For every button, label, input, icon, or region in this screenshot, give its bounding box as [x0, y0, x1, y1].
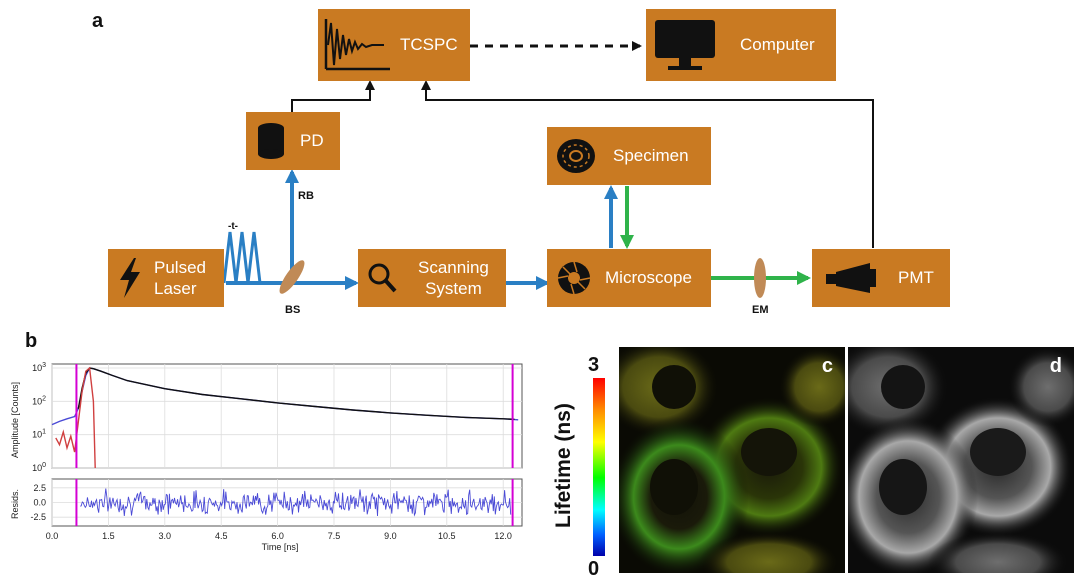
x-tick-label: 7.5	[328, 531, 341, 541]
panel-label-b: b	[25, 330, 38, 352]
x-tick-label: 3.0	[159, 531, 172, 541]
diagram-connectors	[222, 41, 874, 298]
label-em: EM	[752, 304, 769, 316]
node-specimen-label: Specimen	[613, 146, 689, 165]
x-tick-label: 4.5	[215, 531, 228, 541]
pulse-train	[222, 231, 262, 284]
node-tcspc: TCSPC	[318, 9, 470, 81]
lightning-icon	[120, 258, 140, 298]
node-specimen: Specimen	[547, 127, 711, 185]
beam-splitter-icon	[279, 260, 305, 294]
upper-y-tick-label: 101	[32, 429, 46, 440]
x-tick-label: 0.0	[46, 531, 59, 541]
panel-label-a: a	[92, 10, 104, 32]
node-computer-label: Computer	[740, 35, 815, 54]
upper-y-tick-label: 100	[32, 462, 46, 473]
upper-ylabel: Amplitude [Counts]	[10, 382, 20, 458]
node-microscope-label: Microscope	[605, 268, 692, 287]
magnifier-icon	[368, 263, 397, 293]
lower-ylabel: Resids.	[10, 489, 20, 519]
node-pmt: PMT	[812, 249, 950, 307]
decay-waveform-icon	[324, 19, 390, 71]
node-microscope: Microscope	[547, 249, 711, 307]
node-computer: Computer	[646, 9, 836, 81]
monitor-icon	[655, 20, 715, 70]
colorbar-title: Lifetime (ns)	[552, 403, 575, 528]
node-pulsed-laser: Pulsed Laser	[108, 249, 224, 307]
colorbar-min-label: 0	[588, 558, 600, 580]
cell-icon	[557, 139, 595, 173]
xlabel: Time [ns]	[262, 542, 299, 552]
node-scanning-system-label: Scanning System	[418, 258, 489, 298]
node-pd: PD	[246, 112, 340, 170]
lower-y-tick-label: 0.0	[33, 498, 46, 508]
arrow-pmt-tcspc	[421, 80, 874, 248]
residuals-line	[80, 488, 512, 517]
x-tick-label: 6.0	[271, 531, 284, 541]
emission-filter-icon	[754, 258, 766, 298]
lower-y-tick-label: 2.5	[33, 483, 46, 493]
x-tick-label: 12.0	[494, 531, 512, 541]
colorbar-max-label: 3	[588, 354, 600, 376]
lower-y-tick-label: -2.5	[30, 512, 46, 522]
photodiode-icon	[258, 123, 284, 159]
panel-label-c: c	[821, 355, 833, 377]
decay-series-line	[55, 366, 96, 469]
node-pd-label: PD	[300, 131, 324, 150]
upper-y-tick-label: 103	[32, 362, 46, 373]
x-tick-label: 1.5	[102, 531, 115, 541]
flim-lifetime-image: c	[619, 347, 845, 573]
colorbar-gradient	[593, 378, 605, 556]
label-rb: RB	[298, 190, 314, 202]
arrow-pd-tcspc	[291, 80, 375, 112]
aperture-icon	[557, 261, 591, 295]
intensity-image: d	[848, 347, 1074, 573]
x-tick-label: 9.0	[384, 531, 397, 541]
upper-y-tick-label: 102	[32, 395, 46, 406]
label-pulse-period: -t-	[228, 221, 238, 232]
label-bs: BS	[285, 304, 301, 316]
node-pulsed-laser-label: Pulsed Laser	[154, 258, 206, 298]
megaphone-icon	[826, 263, 876, 293]
node-scanning-system: Scanning System	[358, 249, 506, 307]
decay-chart: 100 101 102 103 0.0 1.5 3.0 4.5 6.0 7.5 9.0 10.5 12…	[10, 362, 523, 552]
x-tick-label: 10.5	[438, 531, 456, 541]
node-tcspc-label: TCSPC	[400, 35, 458, 54]
panel-label-d: d	[1049, 355, 1062, 377]
node-pmt-label: PMT	[898, 268, 934, 287]
